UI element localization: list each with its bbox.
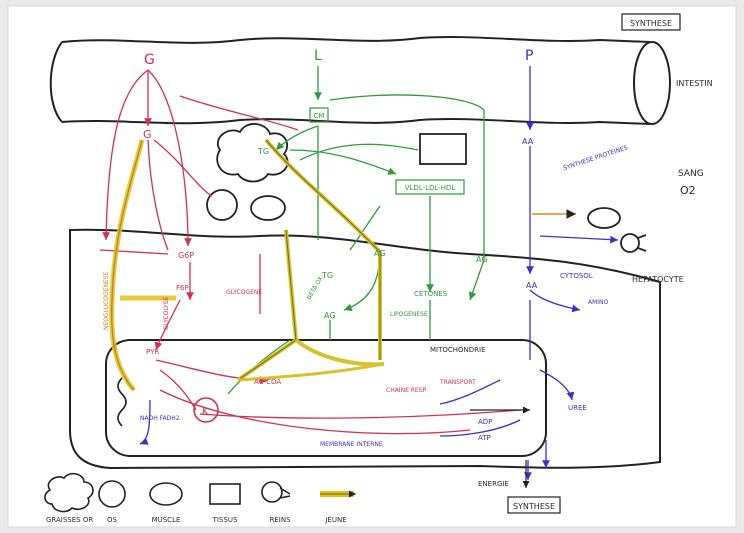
bone-circle bbox=[206, 189, 238, 221]
glycogene-note: GLYCOGENE bbox=[226, 289, 262, 296]
node-ag: AG bbox=[374, 249, 386, 258]
node-g6p: G6P bbox=[178, 251, 194, 260]
node-tg-adipose: TG bbox=[257, 147, 269, 156]
synthese-footer: SYNTHESE bbox=[513, 502, 555, 511]
legend-label-os: OS bbox=[107, 516, 118, 524]
inner-membrane-label: MEMBRANE INTERNE bbox=[320, 441, 383, 448]
node-tg-liver: TG bbox=[321, 271, 333, 280]
glucose-pathway bbox=[99, 69, 521, 435]
legend-label-muscle: MUSCLE bbox=[152, 516, 181, 524]
kidney-shape bbox=[620, 233, 647, 253]
krebs-label: K bbox=[202, 407, 209, 417]
intestine-label: INTESTIN bbox=[676, 79, 713, 88]
node-atp: ATP bbox=[478, 434, 491, 442]
blood-label: SANG bbox=[678, 169, 704, 179]
node-ag-right: AG bbox=[476, 255, 488, 264]
node-cetones: CETONES bbox=[414, 290, 448, 298]
legend-label-tissus: TISSUS bbox=[212, 516, 238, 524]
lipides-l: L bbox=[314, 48, 322, 64]
nadh-note: NADH FADH2 bbox=[140, 415, 180, 422]
aminotransf-note: AMINO bbox=[588, 299, 609, 306]
node-ag-liver: AG bbox=[324, 311, 336, 320]
node-pyr: PYR bbox=[146, 348, 159, 356]
chaine-resp-note: CHAINE RESP bbox=[386, 387, 427, 394]
o2-label: O2 bbox=[680, 184, 696, 197]
legend-graisses-icon bbox=[44, 472, 94, 513]
legend-muscle-icon bbox=[149, 482, 183, 506]
energie-note: ENERGIE bbox=[478, 480, 509, 488]
hepatocyte-membrane bbox=[69, 228, 661, 470]
mitochondria-membrane bbox=[105, 339, 547, 457]
hepatocyte-label: HEPATOCYTE bbox=[632, 275, 684, 284]
mitochondria-label: MITOCHONDRIE bbox=[430, 346, 486, 354]
synthese-footer-box bbox=[507, 496, 561, 514]
node-adp: ADP bbox=[478, 418, 492, 426]
glycolyse-note: GLYCOLYSE bbox=[163, 297, 170, 330]
legend-label-reins: REINS bbox=[269, 516, 291, 524]
synthese-header-box bbox=[621, 13, 681, 31]
lipid-pathway bbox=[227, 66, 485, 395]
cm-box bbox=[309, 107, 329, 123]
legend-tissus-icon bbox=[209, 483, 241, 505]
transport-note: TRANSPORT bbox=[439, 379, 476, 386]
legend-os-icon bbox=[98, 480, 126, 508]
synthese-header: SYNTHESE bbox=[630, 19, 672, 28]
vldl-label: VLDL-LDL-HDL bbox=[405, 184, 456, 192]
lipogenese-note: LIPOGENESE bbox=[390, 311, 428, 318]
fasting-pathway bbox=[109, 138, 385, 392]
vldl-box bbox=[395, 179, 465, 195]
node-g-upper: G bbox=[143, 128, 152, 141]
neoglucogenese-note: NEOGLUCOGENESE bbox=[103, 271, 110, 330]
protein-pathway bbox=[139, 66, 619, 480]
muscle-ellipse bbox=[250, 195, 286, 221]
krebs-cycle bbox=[193, 397, 219, 423]
node-aa-blood: AA bbox=[522, 137, 534, 146]
intestine-tube bbox=[49, 36, 671, 125]
cm-label: CM bbox=[314, 112, 325, 120]
node-acetyl-coa: AC-COA bbox=[254, 378, 281, 386]
node-f6p: F6P bbox=[176, 284, 189, 292]
legend: GRAISSES OR OS MUSCLE TISSUS REINS JEUNE bbox=[44, 472, 356, 524]
paper-sheet bbox=[7, 5, 737, 528]
tissue-box bbox=[419, 133, 467, 165]
muscle-ellipse-right bbox=[587, 207, 621, 229]
node-aa-liver: AA bbox=[526, 281, 538, 290]
legend-label-graisses: GRAISSES OR bbox=[46, 516, 93, 524]
black-arrows bbox=[470, 406, 530, 488]
node-uree: UREE bbox=[568, 404, 587, 412]
proteines-p: P bbox=[525, 48, 533, 64]
legend-label-jeune: JEUNE bbox=[324, 516, 346, 524]
adipose-cloud bbox=[216, 123, 289, 183]
inner-membrane-fold bbox=[117, 377, 127, 427]
glucides-g: G bbox=[144, 52, 155, 68]
legend-reins-icon bbox=[261, 481, 291, 503]
cytosol-label: CYTOSOL bbox=[560, 272, 593, 280]
